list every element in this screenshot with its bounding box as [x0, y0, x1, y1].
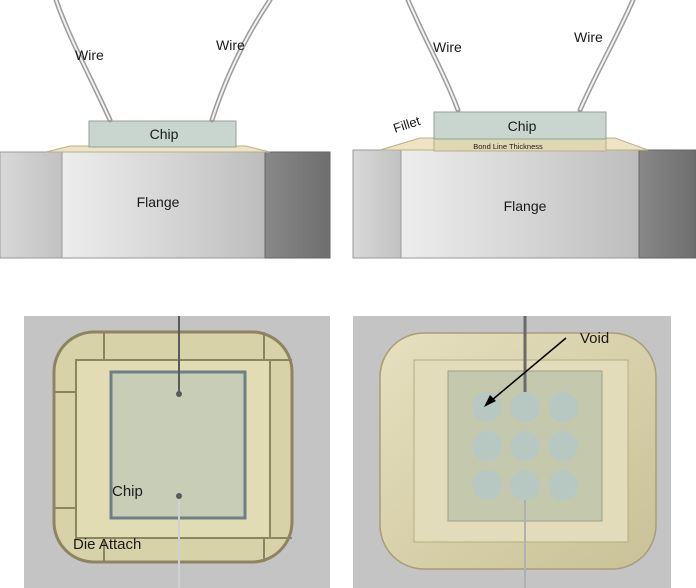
panel-top-view-left: Chip Die Attach — [24, 316, 330, 588]
void-grid — [472, 392, 578, 500]
flange-front-face — [61, 151, 266, 259]
flange-front-face — [400, 149, 640, 259]
flange-left-face — [352, 149, 402, 259]
void — [510, 392, 540, 422]
bond-line-label: Bond Line Thickness — [473, 142, 543, 151]
void — [548, 431, 578, 461]
chip-label: Chip — [508, 118, 537, 134]
flange-left-face — [0, 151, 63, 259]
void-label: Void — [580, 330, 609, 347]
void — [548, 392, 578, 422]
void — [548, 470, 578, 500]
wire-right-label: Wire — [216, 37, 245, 53]
void-arrow — [491, 337, 567, 401]
void — [472, 392, 502, 422]
flange-label: Flange — [504, 198, 547, 214]
flange-label: Flange — [137, 194, 180, 210]
die-attach-label: Die Attach — [73, 536, 141, 553]
wire-left-label: Wire — [433, 39, 462, 55]
void — [472, 431, 502, 461]
wire-right — [209, 0, 273, 123]
chip — [433, 111, 607, 140]
flange-right-face — [264, 151, 331, 259]
void — [472, 470, 502, 500]
panel-side-view-right: Wire Wire Chip Fillet Bond Line Thicknes… — [352, 0, 696, 259]
void — [510, 470, 540, 500]
fillet-label: Fillet — [391, 113, 422, 136]
wire-right-label: Wire — [574, 29, 603, 45]
wire-left-label: Wire — [75, 47, 104, 63]
void-arrowhead — [484, 395, 496, 407]
panel-side-view-left: Wire Wire Chip Flange — [0, 0, 331, 259]
chip-label: Chip — [112, 483, 143, 500]
panel-top-view-right: Void — [353, 316, 671, 588]
chip — [88, 120, 237, 148]
void — [510, 431, 540, 461]
flange-right-face — [638, 149, 696, 259]
chip-label: Chip — [150, 126, 179, 142]
